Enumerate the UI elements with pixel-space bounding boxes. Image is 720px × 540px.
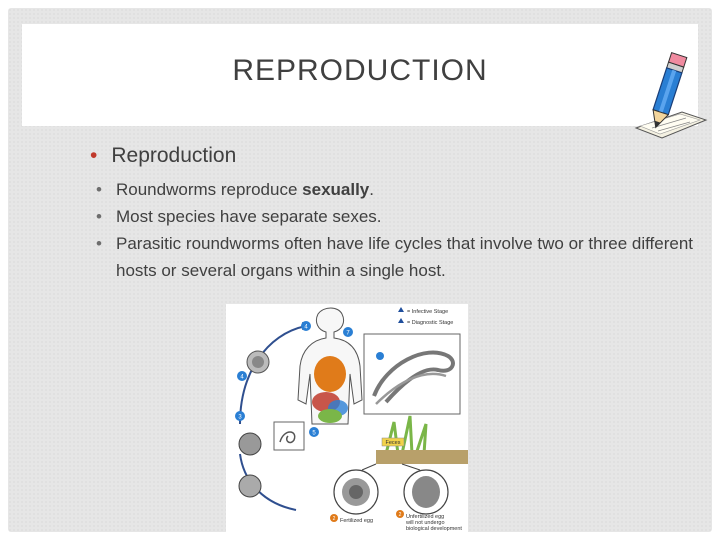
grass xyxy=(384,415,428,455)
intestine xyxy=(318,409,342,423)
life-cycle-diagram: = Infective Stage = Diagnostic Stage 4 7… xyxy=(226,304,468,532)
svg-text:7: 7 xyxy=(346,331,350,337)
egg-icon xyxy=(238,474,262,498)
svg-text:= Infective Stage: = Infective Stage xyxy=(407,309,448,315)
svg-text:5: 5 xyxy=(312,431,316,437)
soil xyxy=(376,450,468,464)
svg-text:biological development: biological development xyxy=(406,526,462,532)
pencil-paper-icon xyxy=(634,52,708,139)
svg-text:4: 4 xyxy=(240,375,244,381)
larva xyxy=(279,431,296,444)
slide-title: REPRODUCTION xyxy=(232,54,488,87)
section-heading: • Reproduction xyxy=(90,144,236,168)
title-box: REPRODUCTION xyxy=(22,24,708,139)
bullet-item: •Parasitic roundworms often have life cy… xyxy=(96,234,694,280)
svg-text:Fertilized egg: Fertilized egg xyxy=(340,518,373,524)
diagnostic-stage-icon xyxy=(398,318,404,323)
feces-label-box xyxy=(381,437,405,447)
worm-male xyxy=(375,372,447,405)
heading-bullet: • xyxy=(90,144,98,167)
bullet-item: •Roundworms reproduce sexually. xyxy=(96,180,374,199)
bullet-list: •Roundworms reproduce sexually. •Most sp… xyxy=(96,176,696,284)
larva-box xyxy=(273,421,305,451)
infective-stage-icon xyxy=(398,307,404,312)
step-badge xyxy=(376,352,384,360)
heading-text: Reproduction xyxy=(111,144,237,167)
svg-text:2: 2 xyxy=(333,516,336,522)
svg-text:2: 2 xyxy=(399,512,402,518)
svg-text:Unfertilized egg: Unfertilized egg xyxy=(406,514,444,520)
lungs xyxy=(314,356,346,392)
svg-text:will not undergo: will not undergo xyxy=(405,520,445,526)
svg-text:Feces: Feces xyxy=(386,440,401,446)
slide: REPRODUCTION • Reproduction •Roundworms r… xyxy=(8,8,712,532)
egg-icon xyxy=(238,432,262,456)
svg-text:3: 3 xyxy=(238,415,242,421)
cycle-arrow xyxy=(239,325,307,425)
svg-text:4: 4 xyxy=(304,325,308,331)
svg-text:= Diagnostic Stage: = Diagnostic Stage xyxy=(407,320,453,326)
bullet-item: •Most species have separate sexes. xyxy=(96,207,382,226)
